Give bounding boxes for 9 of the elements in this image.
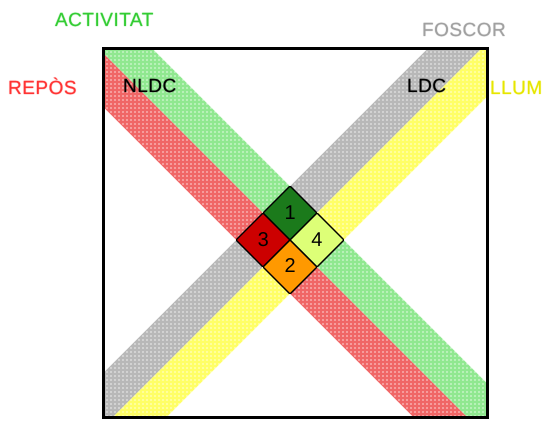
zone-number: 2 bbox=[284, 255, 296, 278]
axis-label: REPÒS bbox=[8, 78, 78, 100]
zone-number: 3 bbox=[258, 228, 269, 252]
zone-number: 4 bbox=[311, 228, 322, 252]
axis-label: LLUM bbox=[490, 78, 543, 100]
zone-number: 1 bbox=[284, 202, 296, 225]
axis-label: ACTIVITAT bbox=[55, 10, 154, 32]
axis-label: LDC bbox=[407, 76, 447, 98]
axis-label: FOSCOR bbox=[422, 20, 506, 42]
